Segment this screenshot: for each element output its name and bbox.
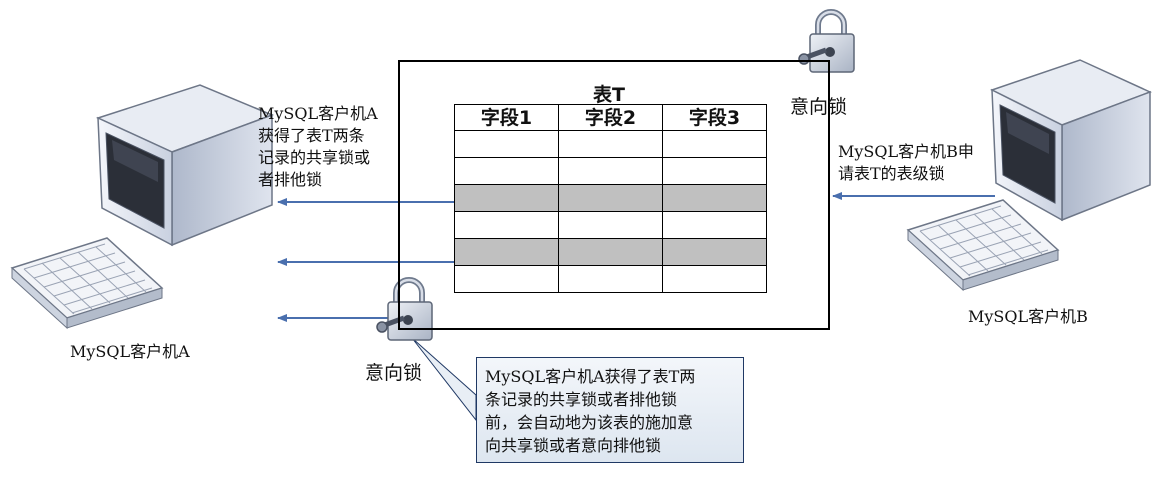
table-row [454,238,767,266]
table-cell [558,184,663,212]
table-title: 表T [593,84,625,106]
table-header-row: 字段1 字段2 字段3 [454,104,767,131]
table-row [454,265,767,293]
client-a-note-line: 记录的共享锁或 [258,148,371,167]
table-cell [558,211,663,239]
callout-line: MySQL客户机A获得了表T两 [485,367,696,386]
client-a-note-line: 获得了表T两条 [258,126,365,145]
table-cell [662,157,767,185]
header-field-1: 字段1 [454,104,559,131]
table-cell [662,184,767,212]
header-field-2: 字段2 [558,104,663,131]
table-cell [454,184,559,212]
client-b-note-line: 请表T的表级锁 [838,164,945,183]
callout-line: 条记录的共享锁或者排他锁 [485,390,678,409]
computer-a-icon [95,84,275,247]
table-cell [662,238,767,266]
callout-line: 向共享锁或者意向排他锁 [485,436,662,455]
client-a-note-line: MySQL客户机A [258,104,378,123]
table-cell [454,238,559,266]
client-a-note-line: 者排他锁 [258,170,323,189]
client-b-label: MySQL客户机B [968,307,1088,326]
table-cell [558,130,663,158]
client-b-note: MySQL客户机B申 请表T的表级锁 [838,141,974,185]
table-cell [662,265,767,293]
callout-line: 前，会自动地为该表的施加意 [485,413,694,432]
table-row [454,130,767,158]
table-cell [662,211,767,239]
intent-lock-label-top: 意向锁 [790,96,848,118]
table-cell [454,265,559,293]
table-cell [454,157,559,185]
keyboard-a-icon [11,237,163,329]
callout-note: MySQL客户机A获得了表T两 条记录的共享锁或者排他锁 前，会自动地为该表的施… [476,357,744,463]
client-b-note-line: MySQL客户机B申 [838,142,974,161]
table-cell [662,130,767,158]
computer-b-icon [990,59,1152,222]
table-cell [558,265,663,293]
table-cell [454,130,559,158]
table-t: 字段1 字段2 字段3 [454,104,767,293]
table-row [454,211,767,239]
table-container [398,60,830,330]
keyboard-b-icon [907,199,1059,291]
table-body [454,130,767,293]
client-a-note: MySQL客户机A 获得了表T两条 记录的共享锁或 者排他锁 [258,103,378,191]
table-cell [558,157,663,185]
table-row [454,157,767,185]
table-row [454,184,767,212]
header-field-3: 字段3 [662,104,767,131]
table-cell [558,238,663,266]
client-a-label: MySQL客户机A [70,342,190,361]
intent-lock-label-bottom: 意向锁 [365,362,423,384]
table-cell [454,211,559,239]
